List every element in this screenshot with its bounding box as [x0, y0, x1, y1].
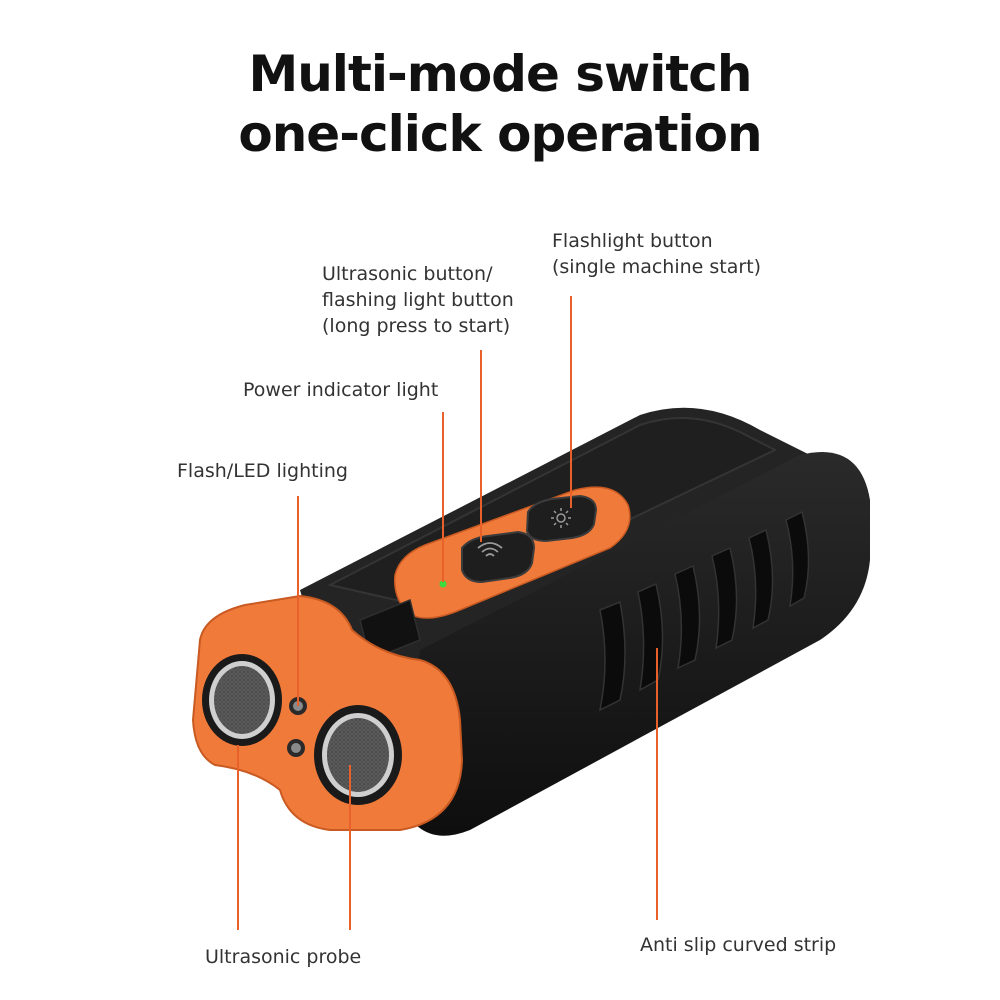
leader-flashlight	[570, 296, 572, 508]
label-ultrasonic-probe: Ultrasonic probe	[205, 946, 362, 968]
sun-burst-icon	[551, 508, 571, 528]
page-title: Multi-mode switch one-click operation	[0, 44, 1000, 164]
leader-power-indicator	[442, 412, 444, 582]
label-power-indicator: Power indicator light	[243, 379, 439, 401]
leader-flash-led	[297, 496, 299, 706]
leader-probe-right	[349, 765, 351, 930]
anti-slip-strip	[598, 510, 810, 712]
leader-ultrasonic-button	[480, 350, 482, 542]
label-flash-led: Flash/LED lighting	[177, 460, 348, 482]
title-line-1: Multi-mode switch	[248, 45, 752, 103]
label-ultrasonic-button: Ultrasonic button/ flashing light button…	[322, 263, 514, 337]
title-line-2: one-click operation	[238, 105, 762, 163]
power-indicator-light	[439, 580, 447, 588]
sound-wave-icon	[477, 542, 503, 557]
leader-anti-slip	[656, 648, 658, 920]
ultrasonic-probe-left	[202, 654, 282, 746]
label-anti-slip: Anti slip curved strip	[640, 934, 837, 956]
ultrasonic-button[interactable]	[461, 530, 536, 584]
label-flashlight-button: Flashlight button (single machine start)	[552, 230, 762, 278]
flash-led-lights	[287, 697, 307, 757]
ultrasonic-probe-right	[314, 705, 402, 805]
flashlight-button[interactable]	[525, 494, 598, 543]
leader-probe-left	[237, 745, 239, 930]
